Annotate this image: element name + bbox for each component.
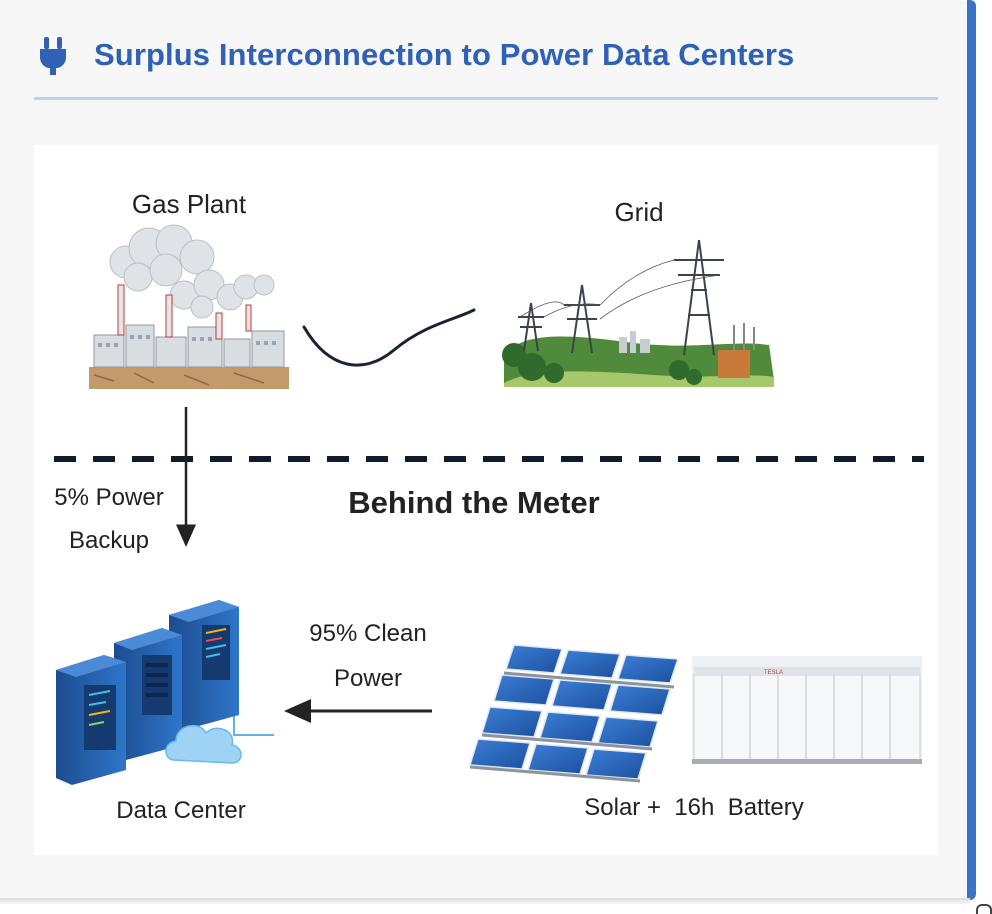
clean-label-line1: 95% Clean: [309, 620, 426, 647]
battery-storage-illustration: TESLA: [692, 656, 922, 764]
gas-plant-label: Gas Plant: [132, 189, 247, 219]
card-header: Surplus Interconnection to Power Data Ce…: [36, 30, 794, 80]
solar-battery-label: Solar + 16h Battery: [584, 794, 803, 821]
card-shadow: [0, 898, 970, 904]
diagram-panel: Gas Plant Grid: [34, 145, 938, 855]
corner-fragment: [976, 904, 992, 914]
backup-label-line1: 5% Power: [54, 484, 163, 511]
gas-plant-illustration: [89, 224, 289, 389]
battery-brand: TESLA: [764, 670, 783, 676]
page-title: Surplus Interconnection to Power Data Ce…: [94, 37, 795, 72]
header-divider: [34, 97, 938, 100]
power-diagram: Gas Plant Grid: [54, 189, 924, 824]
clean-label-line2: Power: [334, 665, 402, 692]
grid-illustration: [502, 239, 774, 387]
backup-label-line2: Backup: [69, 527, 149, 554]
data-center-illustration: [56, 600, 274, 785]
data-center-label: Data Center: [116, 797, 245, 824]
gas-grid-connection: [302, 308, 476, 367]
accent-bar: [967, 0, 976, 900]
grid-label: Grid: [614, 197, 663, 227]
boundary-label: Behind the Meter: [348, 485, 599, 520]
plug-icon: [40, 37, 66, 75]
solar-panels-illustration: [469, 644, 680, 783]
